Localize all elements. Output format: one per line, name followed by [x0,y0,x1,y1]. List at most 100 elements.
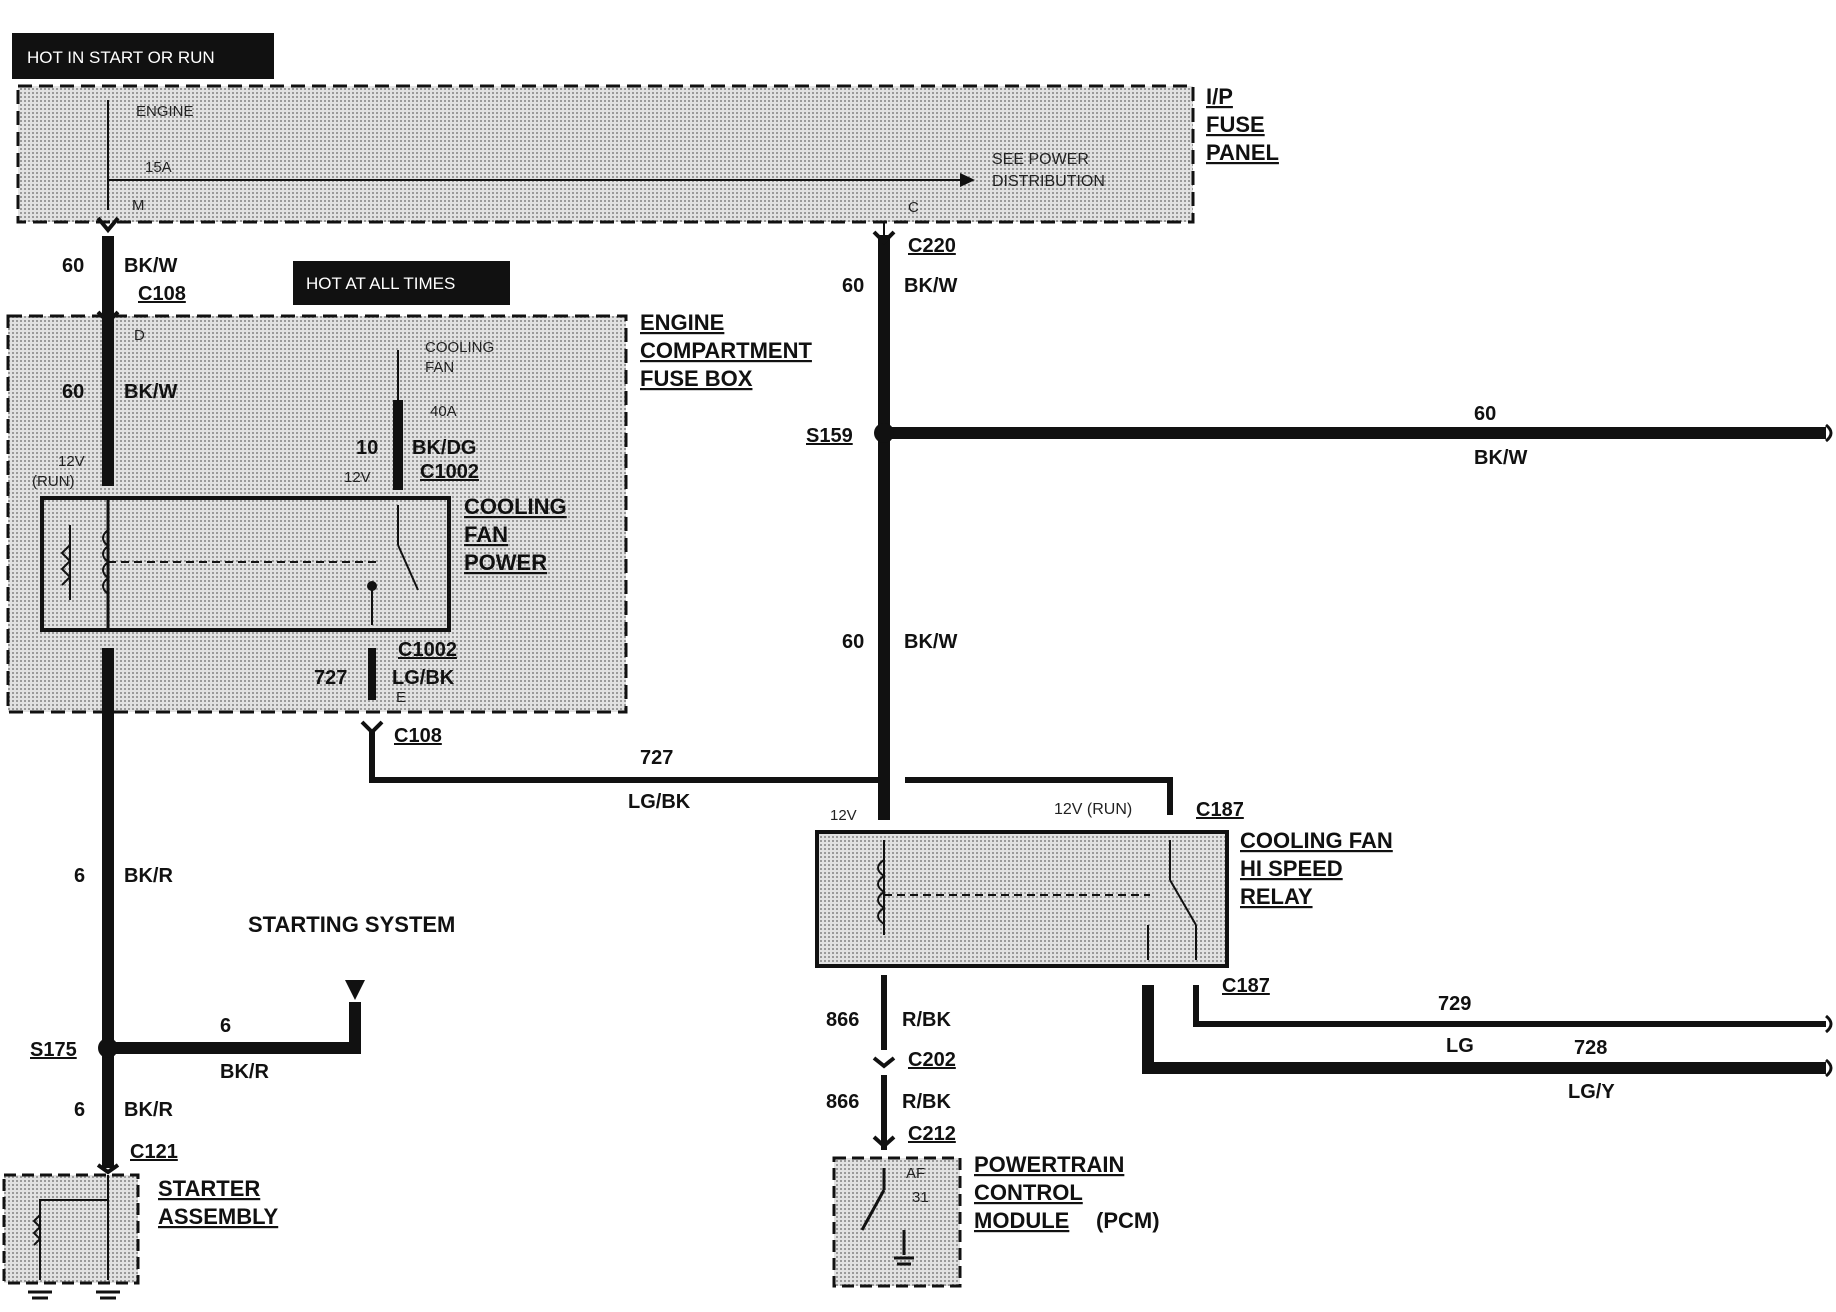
pcm-label: POWERTRAIN CONTROL MODULE (PCM) [974,1152,1160,1233]
ip-fuse-panel-label: I/P FUSE PANEL [1206,84,1279,165]
svg-text:E: E [396,689,406,706]
svg-text:729: 729 [1438,993,1471,1015]
splice-s159 [874,423,894,443]
svg-text:COMPARTMENT: COMPARTMENT [640,338,812,363]
svg-text:ASSEMBLY: ASSEMBLY [158,1204,279,1229]
svg-text:40A: 40A [430,403,457,420]
svg-text:FAN: FAN [425,359,454,376]
connector-c212: C212 [908,1123,956,1145]
svg-text:BK/W: BK/W [904,631,957,653]
connector-c1002: C1002 [420,461,479,483]
splice-s175 [98,1038,118,1058]
svg-text:6: 6 [74,865,85,887]
svg-text:BK/W: BK/W [1474,447,1527,469]
svg-text:POWERTRAIN: POWERTRAIN [974,1152,1124,1177]
svg-text:I/P: I/P [1206,84,1233,109]
svg-text:60: 60 [62,255,84,277]
svg-text:10: 10 [356,437,378,459]
connector-c187-b: C187 [1222,975,1270,997]
svg-text:6: 6 [220,1015,231,1037]
svg-text:15A: 15A [145,159,172,176]
svg-text:60: 60 [1474,403,1496,425]
connector-ids: C108 C220 C1002 C1002 C108 C187 C187 C20… [30,235,1270,1163]
svg-text:12V (RUN): 12V (RUN) [1054,801,1132,818]
svg-text:LG/Y: LG/Y [1568,1081,1615,1103]
svg-text:BK/R: BK/R [124,865,173,887]
svg-text:727: 727 [314,667,347,689]
svg-text:ENGINE: ENGINE [640,310,724,335]
connector-c202: C202 [908,1049,956,1071]
svg-text:(PCM): (PCM) [1096,1208,1160,1233]
connector-c1002-b: C1002 [398,639,457,661]
svg-text:BK/R: BK/R [220,1061,269,1083]
svg-text:M: M [132,197,145,214]
svg-text:60: 60 [62,381,84,403]
svg-text:ENGINE: ENGINE [136,103,194,120]
connector-c220: C220 [908,235,956,257]
svg-text:COOLING: COOLING [464,494,567,519]
svg-text:BK/W: BK/W [124,381,177,403]
connector-c121: C121 [130,1141,178,1163]
svg-text:866: 866 [826,1091,859,1113]
svg-text:R/BK: R/BK [902,1091,951,1113]
fuse-pin-labels: ENGINE 15A M SEE POWER DISTRIBUTION C CO… [32,103,1132,1206]
svg-text:LG: LG [1446,1035,1474,1057]
svg-text:BK/R: BK/R [124,1099,173,1121]
splice-s159-label: S159 [806,425,853,447]
hot-in-start-run-tag: HOT IN START OR RUN [12,33,274,79]
starting-system-label: STARTING SYSTEM [248,912,455,937]
ground-icon [28,1290,120,1300]
svg-text:POWER: POWER [464,550,547,575]
svg-text:LG/BK: LG/BK [392,667,455,689]
svg-text:COOLING FAN: COOLING FAN [1240,828,1393,853]
connector-c108-b: C108 [394,725,442,747]
svg-text:HOT AT ALL TIMES: HOT AT ALL TIMES [306,274,455,293]
svg-text:FUSE: FUSE [1206,112,1265,137]
cooling-fan-power-relay [40,496,451,632]
cooling-fan-relay-coil-icon [60,505,419,625]
starter-assembly-label: STARTER ASSEMBLY [158,1176,279,1229]
svg-text:SEE POWER: SEE POWER [992,151,1089,168]
wire-labels: 60 BK/W 60 BK/W 10 BK/DG 727 LG/BK 727 L… [62,255,1615,1121]
svg-text:728: 728 [1574,1037,1607,1059]
ip-fuse-panel-box [16,84,1195,224]
svg-text:PANEL: PANEL [1206,140,1279,165]
svg-text:LG/BK: LG/BK [628,791,691,813]
starter-box [2,1173,140,1285]
splice-s175-label: S175 [30,1039,77,1061]
svg-text:D: D [134,327,145,344]
starter-internal-icon [32,1175,109,1280]
svg-text:12V: 12V [58,453,85,470]
hi-speed-relay-box [815,830,1229,968]
starting-system-arrow-icon [345,980,365,1000]
arrow-see-power [960,173,975,187]
connector-chevrons [96,216,896,1175]
svg-text:HI SPEED: HI SPEED [1240,856,1343,881]
hi-speed-relay-coil-icon [877,840,1197,960]
svg-text:31: 31 [912,1189,929,1206]
connector-c187: C187 [1196,799,1244,821]
svg-text:DISTRIBUTION: DISTRIBUTION [992,173,1105,190]
svg-text:BK/DG: BK/DG [412,437,476,459]
cooling-fan-power-label: COOLING FAN POWER [464,494,567,575]
svg-text:HOT IN START OR RUN: HOT IN START OR RUN [27,48,215,67]
svg-text:60: 60 [842,631,864,653]
svg-text:727: 727 [640,747,673,769]
svg-text:BK/W: BK/W [124,255,177,277]
svg-text:COOLING: COOLING [425,339,494,356]
svg-text:R/BK: R/BK [902,1009,951,1031]
svg-text:6: 6 [74,1099,85,1121]
svg-text:FAN: FAN [464,522,508,547]
svg-text:RELAY: RELAY [1240,884,1313,909]
svg-text:C: C [908,199,919,216]
svg-text:866: 866 [826,1009,859,1031]
svg-text:BK/W: BK/W [904,275,957,297]
engine-fuse-box-label: ENGINE COMPARTMENT FUSE BOX [640,310,812,391]
svg-text:MODULE: MODULE [974,1208,1069,1233]
svg-text:60: 60 [842,275,864,297]
wires [102,100,1826,1168]
wire-end-marks [1825,423,1833,1078]
svg-text:STARTER: STARTER [158,1176,260,1201]
svg-text:CONTROL: CONTROL [974,1180,1083,1205]
